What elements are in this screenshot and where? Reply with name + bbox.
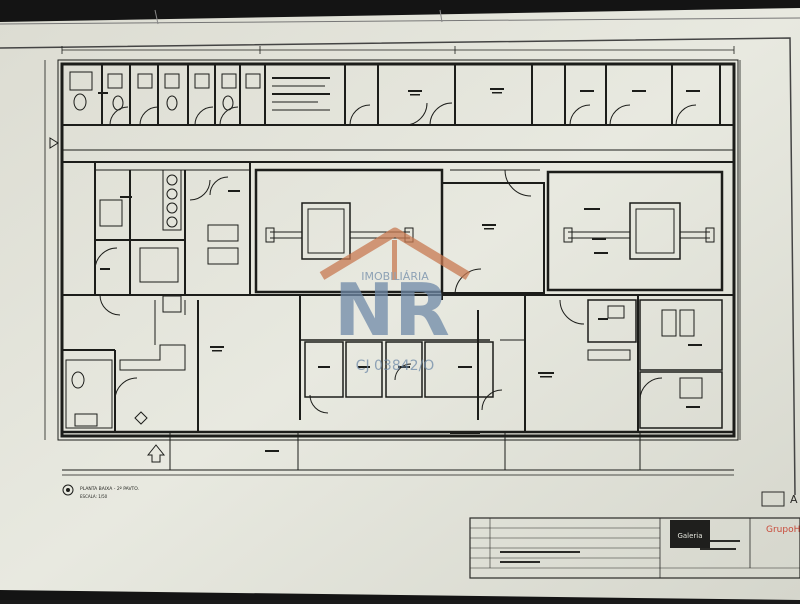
sheet-frame [0,37,796,496]
brand-partial: GrupoH [766,525,800,535]
plan-caption-scale: ESCALA: 1/50 [80,494,108,499]
corner-label: A [790,493,798,506]
floor-plan [44,46,741,476]
house-roof-icon [319,227,471,280]
watermark-logo: NR IMOBILIÁRIA CJ 03842/O [319,227,471,374]
room-labels [98,88,702,452]
plan-caption-title: PLANTA BAIXA - 2º PAVTO. [80,486,139,492]
logo-text: Galeria [677,532,702,540]
drawing-sheet [0,8,800,600]
watermark-creci: CJ 03842/O [356,358,435,374]
equipment-room-2 [546,170,724,292]
title-block: Galeria GrupoH A [469,491,800,579]
watermark-agency: IMOBILIÁRIA [361,270,429,283]
watermark-brand: NR [334,268,450,352]
outer-wall [60,62,736,438]
logo-block [670,520,710,548]
